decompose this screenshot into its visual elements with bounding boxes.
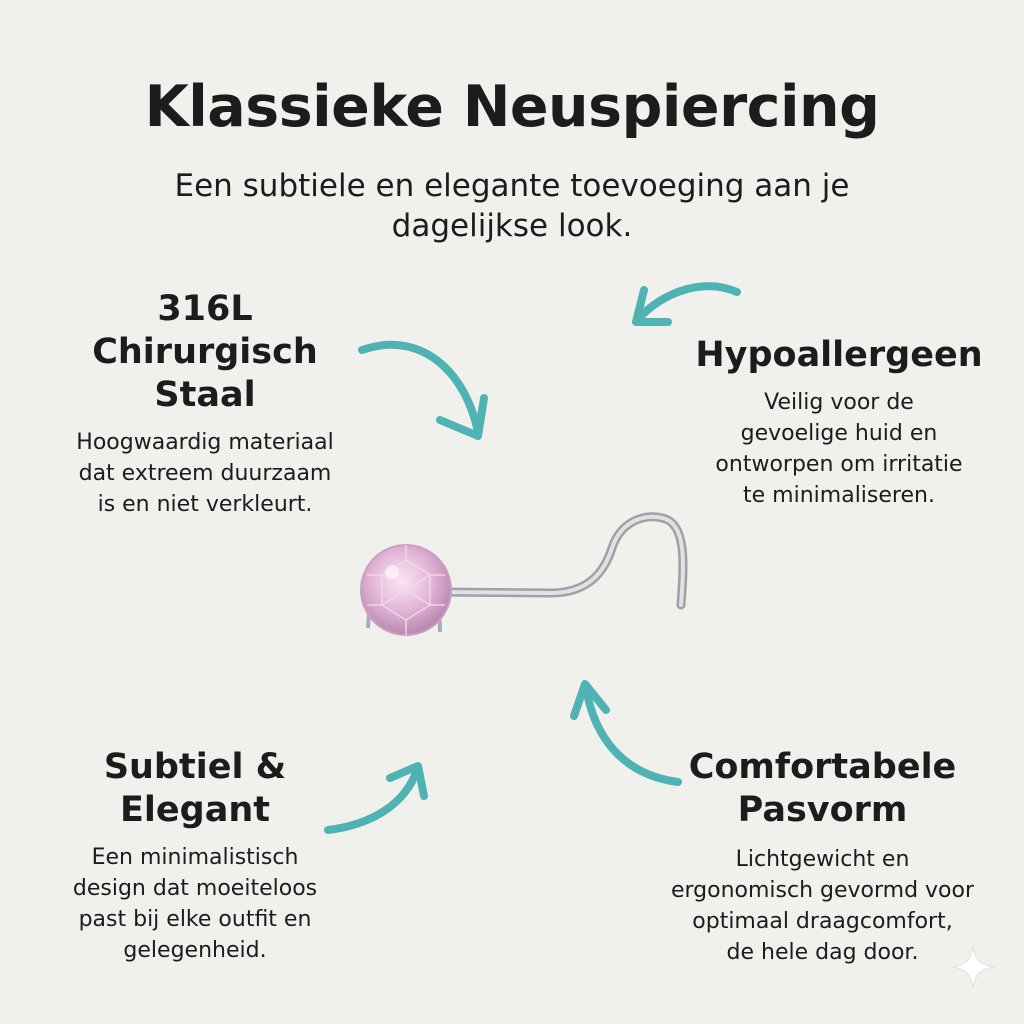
feature-heading-line: Pasvorm: [737, 790, 908, 830]
feature-heading-line: 316L: [157, 289, 253, 329]
feature-heading-line: Elegant: [120, 790, 270, 830]
feature-heading-line: Hypoallergeen: [695, 335, 983, 375]
feature-hypoallergenic: Hypoallergeen Veilig voor de gevoelige h…: [664, 334, 1014, 511]
feature-desc-line: optimaal draagcomfort,: [692, 909, 953, 934]
feature-description: Veilig voor de gevoelige huid en ontworp…: [664, 387, 1014, 511]
page-title: Klassieke Neuspiercing: [144, 74, 880, 140]
feature-heading: Hypoallergeen: [664, 334, 1014, 377]
feature-desc-line: gelegenheid.: [123, 938, 267, 963]
feature-heading-line: Chirurgisch: [92, 332, 318, 372]
feature-desc-line: Veilig voor de: [764, 390, 914, 415]
sparkle-icon: [951, 945, 995, 989]
feature-heading: Comfortabele Pasvorm: [645, 746, 1000, 832]
feature-desc-line: is en niet verkleurt.: [97, 492, 313, 517]
feature-desc-line: ontworpen om irritatie: [715, 452, 963, 477]
curved-arrow-icon: [324, 762, 428, 834]
subtitle-line: dagelijkse look.: [391, 208, 633, 244]
feature-desc-line: de hele dag door.: [726, 940, 919, 965]
metal-post: [435, 512, 688, 610]
feature-comfortable-fit: Comfortabele Pasvorm Lichtgewicht en erg…: [645, 746, 1000, 968]
feature-desc-line: Een minimalistisch: [91, 845, 299, 870]
feature-heading-line: Subtiel &: [103, 747, 287, 787]
subtitle-line: Een subtiele en elegante toevoeging aan …: [174, 168, 850, 204]
feature-heading: Subtiel & Elegant: [20, 746, 370, 832]
feature-description: Lichtgewicht en ergonomisch gevormd voor…: [645, 844, 1000, 968]
feature-surgical-steel: 316L Chirurgisch Staal Hoogwaardig mater…: [30, 288, 380, 520]
subtitle: Een subtiele en elegante toevoeging aan …: [112, 166, 912, 246]
feature-heading-line: Comfortabele: [688, 747, 957, 787]
feature-desc-line: Hoogwaardig materiaal: [76, 430, 334, 455]
feature-desc-line: past bij elke outfit en: [78, 907, 312, 932]
curved-arrow-icon: [570, 680, 682, 786]
feature-desc-line: ergonomisch gevormd voor: [670, 878, 975, 903]
feature-heading-line: Staal: [154, 375, 256, 415]
feature-desc-line: te minimaliseren.: [743, 483, 935, 508]
feature-desc-line: dat extreem duurzaam: [78, 461, 332, 486]
pink-gem: [360, 544, 452, 636]
feature-description: Een minimalistisch design dat moeiteloos…: [20, 842, 370, 966]
feature-desc-line: Lichtgewicht en: [735, 847, 910, 872]
feature-heading: 316L Chirurgisch Staal: [30, 288, 380, 417]
curved-arrow-icon: [358, 340, 488, 440]
feature-subtle-elegant: Subtiel & Elegant Een minimalistisch des…: [20, 746, 370, 966]
curved-arrow-icon: [632, 282, 741, 326]
feature-desc-line: design dat moeiteloos: [72, 876, 318, 901]
feature-description: Hoogwaardig materiaal dat extreem duurza…: [30, 427, 380, 520]
feature-desc-line: gevoelige huid en: [740, 421, 938, 446]
